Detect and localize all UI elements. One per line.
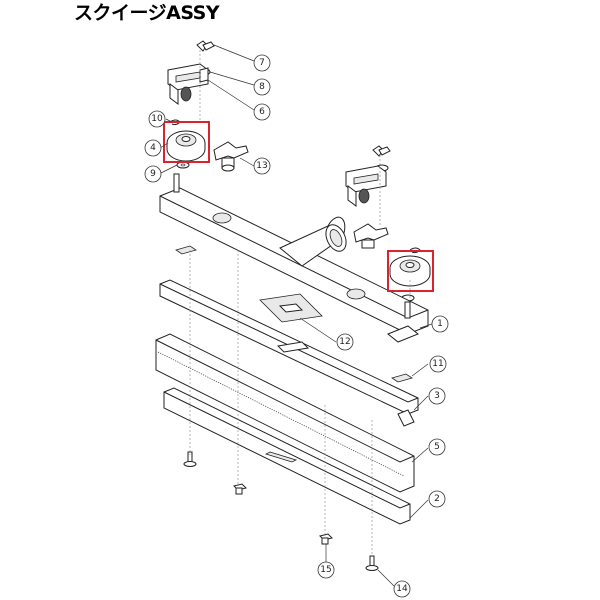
leader-lines [159,44,433,587]
callout-7: 7 [253,54,271,72]
callout-2: 2 [428,490,446,508]
svg-text:11: 11 [432,359,443,369]
highlight-roller-right [387,250,434,292]
screw-14[interactable] [365,555,379,571]
svg-text:1: 1 [437,319,443,329]
svg-text:12: 12 [339,337,350,347]
spacer-12[interactable] [259,293,323,353]
pad-11[interactable] [391,373,413,383]
caster-bracket-right[interactable] [345,165,387,207]
wing-nut-7[interactable] [196,40,215,52]
callout-1: 1 [431,315,449,333]
squeegee-frame-1[interactable] [159,173,429,343]
pad-left [175,245,197,255]
svg-text:4: 4 [150,143,156,153]
callout-14: 14 [393,580,411,598]
screw-left-1[interactable] [183,451,197,467]
stud-right [404,301,411,319]
callout-3: 3 [428,387,446,405]
callout-9: 9 [144,165,162,183]
callout-6: 6 [253,103,271,121]
svg-text:14: 14 [396,584,408,594]
wing-nut-right[interactable] [372,145,391,157]
callout-4: 4 [144,139,162,157]
callout-8: 8 [253,78,271,96]
nut-left[interactable] [233,483,247,495]
svg-text:9: 9 [150,169,156,179]
knob-13-left[interactable] [213,141,249,172]
svg-text:6: 6 [259,107,265,117]
svg-text:13: 13 [256,161,267,171]
rubber-blade-5[interactable] [155,333,415,493]
roller-4-left[interactable] [166,130,206,162]
callout-5: 5 [428,438,446,456]
diagram-title: スクイージASSY [74,2,220,24]
svg-text:7: 7 [259,58,265,68]
svg-text:10: 10 [151,114,163,124]
callout-10: 10 [148,110,166,128]
channel-2[interactable] [163,387,411,525]
svg-text:3: 3 [434,391,440,401]
knob-13-right[interactable] [353,223,389,249]
caster-bracket-6[interactable] [167,63,209,105]
callout-12: 12 [336,333,354,351]
svg-text:2: 2 [434,494,440,504]
callout-15: 15 [317,561,335,579]
stud-left [173,173,180,193]
svg-text:8: 8 [259,82,265,92]
highlight-roller-left [163,121,210,163]
nut-15[interactable] [319,533,333,545]
svg-text:5: 5 [434,442,440,452]
callout-11: 11 [429,355,447,373]
callout-13: 13 [253,157,271,175]
svg-text:15: 15 [320,565,331,575]
roller-4-right[interactable] [389,255,431,287]
